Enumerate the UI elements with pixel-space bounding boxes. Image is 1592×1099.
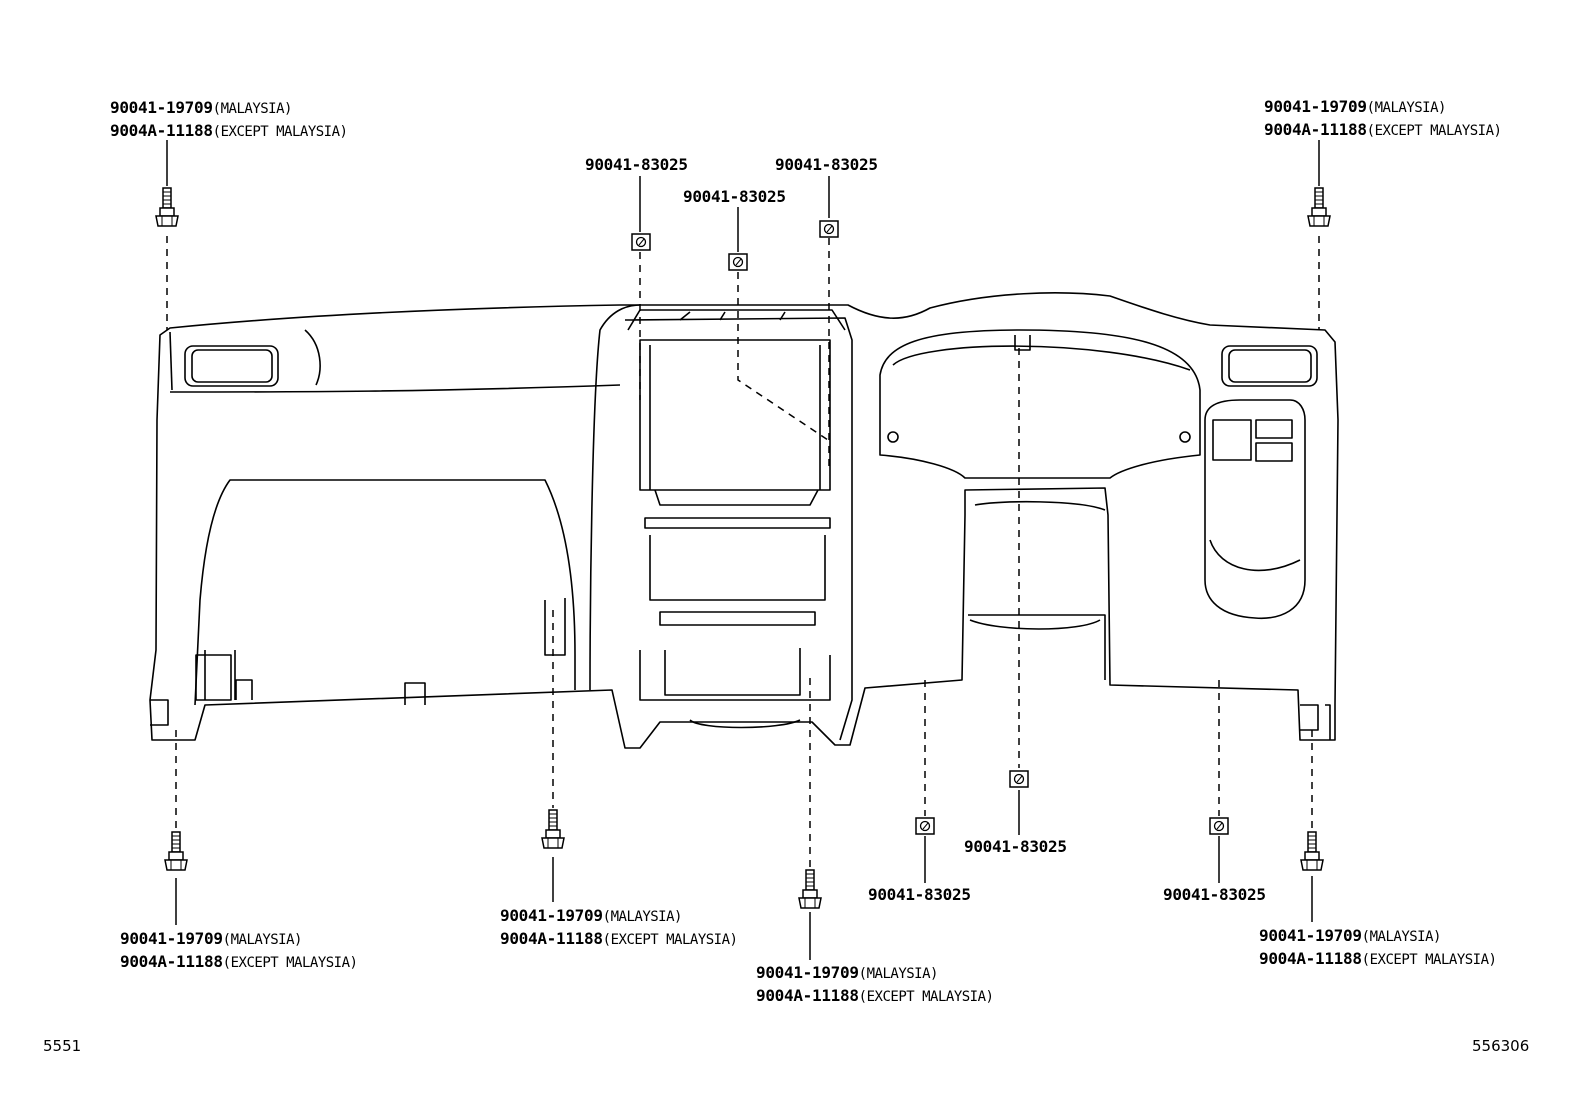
callout-top-left: 90041-19709(MALAYSIA) 9004A-11188(EXCEPT… — [110, 97, 348, 143]
clip-icon-bottom-c — [1209, 817, 1229, 835]
label-leaders — [166, 140, 1320, 960]
part-note: (MALAYSIA) — [212, 101, 293, 117]
part-number: 90041-19709 — [1264, 97, 1367, 116]
nut-label-top-b: 90041-83025 — [683, 187, 786, 206]
part-note: (MALAYSIA) — [858, 966, 939, 982]
bolt-icon-top-right — [1307, 187, 1331, 227]
bolt-icon-top-left — [155, 187, 179, 227]
part-number: 90041-19709 — [1259, 926, 1362, 945]
bolt-icon-bottom-center — [541, 809, 565, 849]
callout-top-right: 90041-19709(MALAYSIA) 9004A-11188(EXCEPT… — [1264, 96, 1502, 142]
clip-icon-top-c — [819, 220, 839, 238]
nut-label-bottom-b: 90041-83025 — [964, 837, 1067, 856]
part-note: (MALAYSIA) — [1361, 929, 1442, 945]
part-note: (EXCEPT MALAYSIA) — [1361, 952, 1497, 968]
nut-label-top-c: 90041-83025 — [775, 155, 878, 174]
part-number: 90041-19709 — [110, 98, 213, 117]
bolt-icon-bottom-mid — [798, 869, 822, 909]
part-number: 9004A-11188 — [756, 986, 859, 1005]
part-note: (MALAYSIA) — [222, 932, 303, 948]
callout-bottom-right: 90041-19709(MALAYSIA) 9004A-11188(EXCEPT… — [1259, 925, 1497, 971]
part-note: (EXCEPT MALAYSIA) — [1366, 123, 1502, 139]
part-number: 90041-19709 — [756, 963, 859, 982]
part-number: 9004A-11188 — [120, 952, 223, 971]
part-number: 9004A-11188 — [110, 121, 213, 140]
callout-bottom-left: 90041-19709(MALAYSIA) 9004A-11188(EXCEPT… — [120, 928, 358, 974]
callout-bottom-mid: 90041-19709(MALAYSIA) 9004A-11188(EXCEPT… — [756, 962, 994, 1008]
bolt-icon-bottom-left — [164, 831, 188, 871]
clip-icon-bottom-b — [1009, 770, 1029, 788]
part-note: (MALAYSIA) — [602, 909, 683, 925]
clip-icon-bottom-a — [915, 817, 935, 835]
part-number: 9004A-11188 — [500, 929, 603, 948]
nut-label-bottom-c: 90041-83025 — [1163, 885, 1266, 904]
figure-code-right: 556306 — [1472, 1037, 1530, 1055]
part-number: 9004A-11188 — [1259, 949, 1362, 968]
figure-code-left: 5551 — [43, 1037, 82, 1055]
instrument-panel — [149, 292, 1339, 749]
part-note: (EXCEPT MALAYSIA) — [212, 124, 348, 140]
part-number: 90041-19709 — [120, 929, 223, 948]
part-note: (EXCEPT MALAYSIA) — [858, 989, 994, 1005]
part-number: 90041-19709 — [500, 906, 603, 925]
clip-icon-top-a — [631, 233, 651, 251]
callout-bottom-center: 90041-19709(MALAYSIA) 9004A-11188(EXCEPT… — [500, 905, 738, 951]
part-number: 9004A-11188 — [1264, 120, 1367, 139]
nut-label-bottom-a: 90041-83025 — [868, 885, 971, 904]
part-note: (EXCEPT MALAYSIA) — [222, 955, 358, 971]
bolt-icon-bottom-right — [1300, 831, 1324, 871]
nut-label-top-a: 90041-83025 — [585, 155, 688, 174]
part-note: (EXCEPT MALAYSIA) — [602, 932, 738, 948]
leader-lines — [166, 236, 1320, 870]
part-note: (MALAYSIA) — [1366, 100, 1447, 116]
clip-icon-top-b — [728, 253, 748, 271]
